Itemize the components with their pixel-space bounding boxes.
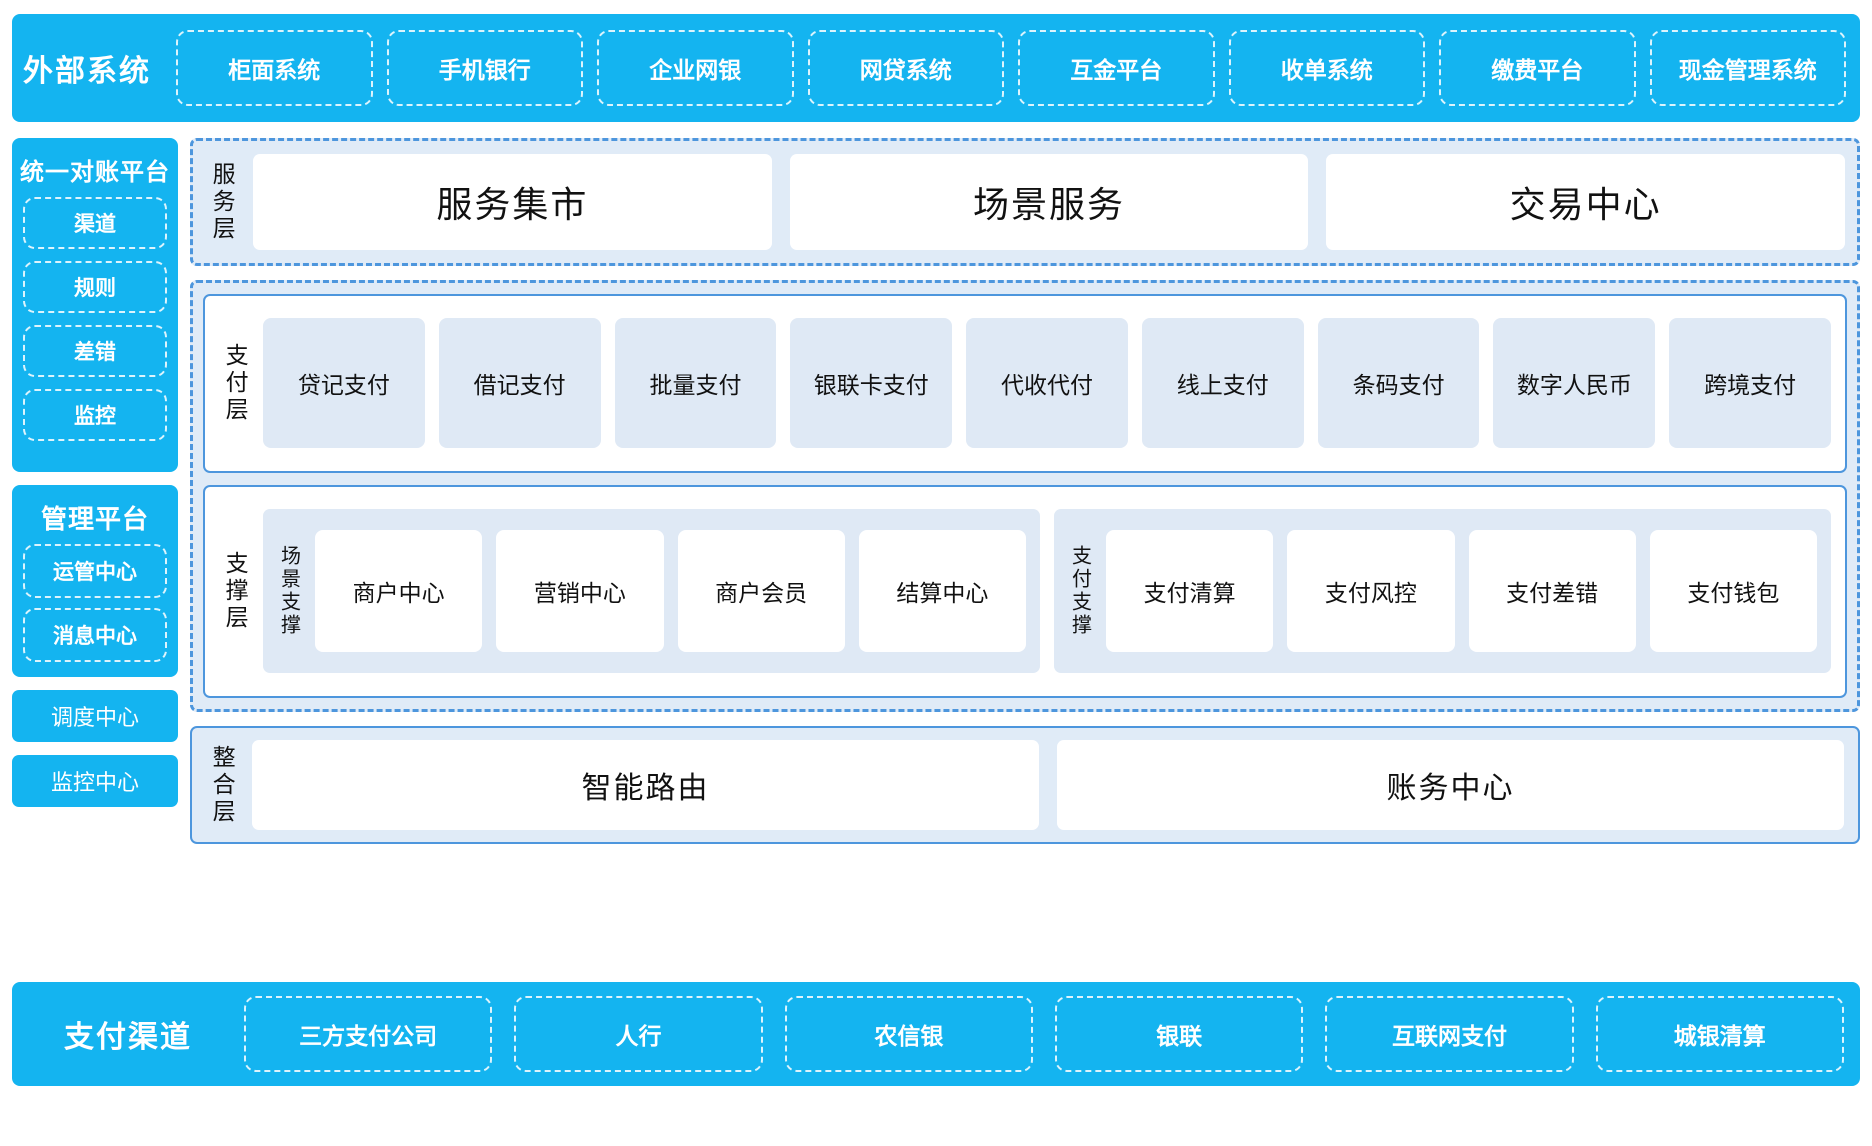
payment-channel-item[interactable]: 三方支付公司	[244, 996, 493, 1072]
integration-layer-label: 整合层	[209, 744, 236, 826]
payment-channel-item[interactable]: 互联网支付	[1325, 996, 1574, 1072]
support-card-payment-clearing[interactable]: 支付清算	[1106, 530, 1274, 653]
payment-cell-batch[interactable]: 批量支付	[614, 318, 777, 449]
payment-cell-unionpay-card[interactable]: 银联卡支付	[790, 318, 953, 449]
external-system-item[interactable]: 企业网银	[597, 30, 794, 106]
left-sidebar: 统一对账平台 渠道 规则 差错 监控 管理平台 运管中心 消息中心 调度中心 监…	[12, 138, 178, 966]
service-card-transaction-center[interactable]: 交易中心	[1326, 154, 1846, 250]
service-card-marketplace[interactable]: 服务集市	[253, 154, 772, 250]
external-systems-band: 外部系统 柜面系统 手机银行 企业网银 网贷系统 互金平台 收单系统 缴费平台 …	[12, 14, 1860, 122]
external-systems-title: 外部系统	[23, 55, 151, 88]
reconciliation-item-channel[interactable]: 渠道	[23, 197, 167, 249]
support-card-payment-error[interactable]: 支付差错	[1468, 530, 1636, 653]
reconciliation-platform-title: 统一对账平台	[20, 159, 170, 186]
support-layer-label: 支撑层	[222, 550, 249, 632]
support-layer-box: 支撑层 场景支撑 商户中心 营销中心 商户会员 结算中心	[203, 484, 1847, 698]
payment-layer-label: 支付层	[222, 342, 249, 424]
support-card-payment-risk[interactable]: 支付风控	[1287, 530, 1455, 653]
integration-layer-cards: 智能路由 账务中心	[252, 740, 1844, 830]
service-card-scenario[interactable]: 场景服务	[789, 154, 1309, 250]
external-system-item[interactable]: 柜面系统	[176, 30, 373, 106]
payment-cell-collection-payment[interactable]: 代收代付	[966, 318, 1128, 449]
external-system-item[interactable]: 现金管理系统	[1649, 30, 1846, 106]
support-group-payment-cards: 支付清算 支付风控 支付差错 支付钱包	[1106, 530, 1817, 653]
external-systems-list: 柜面系统 手机银行 企业网银 网贷系统 互金平台 收单系统 缴费平台 现金管理系…	[176, 30, 1846, 106]
payment-cell-credit[interactable]: 贷记支付	[263, 318, 425, 449]
management-item-operations-center[interactable]: 运管中心	[23, 544, 167, 598]
service-layer-cards: 服务集市 场景服务 交易中心	[253, 154, 1846, 250]
middle-zone: 统一对账平台 渠道 规则 差错 监控 管理平台 运管中心 消息中心 调度中心 监…	[12, 138, 1860, 966]
support-group-payment: 支付支撑 支付清算 支付风控 支付差错 支付钱包	[1054, 509, 1831, 674]
support-layer-groups: 场景支撑 商户中心 营销中心 商户会员 结算中心 支付支撑 支付清算	[263, 509, 1831, 674]
integration-card-smart-routing[interactable]: 智能路由	[252, 740, 1039, 830]
scheduling-center-block[interactable]: 调度中心	[12, 690, 178, 742]
payment-cell-debit[interactable]: 借记支付	[438, 318, 601, 449]
support-group-payment-label: 支付支撑	[1068, 545, 1091, 638]
monitoring-center-block[interactable]: 监控中心	[12, 755, 178, 807]
payment-layer-box: 支付层 贷记支付 借记支付 批量支付 银联卡支付 代收代付 线上支付 条码支付 …	[203, 294, 1847, 473]
payment-cell-cross-border[interactable]: 跨境支付	[1669, 318, 1832, 449]
payment-channel-item[interactable]: 人行	[514, 996, 763, 1072]
support-group-scenario-label: 场景支撑	[277, 545, 300, 638]
external-system-item[interactable]: 收单系统	[1228, 30, 1425, 106]
integration-card-accounting-center[interactable]: 账务中心	[1057, 740, 1844, 830]
management-item-message-center[interactable]: 消息中心	[23, 608, 167, 662]
support-card-settlement-center[interactable]: 结算中心	[858, 530, 1026, 653]
support-card-merchant-member[interactable]: 商户会员	[677, 530, 845, 653]
payment-channels-list: 三方支付公司 人行 农信银 银联 互联网支付 城银清算	[244, 996, 1844, 1072]
external-system-item[interactable]: 互金平台	[1018, 30, 1215, 106]
payment-channel-item[interactable]: 城银清算	[1595, 996, 1844, 1072]
support-group-scenario: 场景支撑 商户中心 营销中心 商户会员 结算中心	[263, 509, 1040, 674]
layers-column: 服务层 服务集市 场景服务 交易中心 支付层 贷记支付 借记支付 批量支付 银联…	[190, 138, 1860, 966]
payment-cell-digital-rmb[interactable]: 数字人民币	[1493, 318, 1656, 449]
payment-channels-title: 支付渠道	[64, 1021, 192, 1054]
service-layer-region: 服务层 服务集市 场景服务 交易中心	[190, 138, 1860, 266]
external-system-item[interactable]: 网贷系统	[807, 30, 1004, 106]
reconciliation-platform-panel: 统一对账平台 渠道 规则 差错 监控	[12, 138, 178, 472]
reconciliation-item-rule[interactable]: 规则	[23, 261, 167, 313]
support-card-marketing-center[interactable]: 营销中心	[496, 530, 664, 653]
integration-layer-box: 整合层 智能路由 账务中心	[190, 726, 1860, 844]
payment-layer-cells: 贷记支付 借记支付 批量支付 银联卡支付 代收代付 线上支付 条码支付 数字人民…	[263, 318, 1832, 449]
reconciliation-item-monitor[interactable]: 监控	[23, 389, 167, 441]
support-card-merchant-center[interactable]: 商户中心	[315, 530, 483, 653]
management-platform-panel: 管理平台 运管中心 消息中心	[12, 485, 178, 677]
external-system-item[interactable]: 手机银行	[386, 30, 583, 106]
payment-channels-band: 支付渠道 三方支付公司 人行 农信银 银联 互联网支付 城银清算	[12, 982, 1860, 1086]
support-card-payment-wallet[interactable]: 支付钱包	[1649, 530, 1817, 653]
support-group-scenario-cards: 商户中心 营销中心 商户会员 结算中心	[315, 530, 1026, 653]
payment-channel-item[interactable]: 银联	[1054, 996, 1304, 1072]
service-layer-label: 服务层	[209, 161, 236, 243]
management-platform-title: 管理平台	[40, 504, 149, 534]
payment-cell-barcode[interactable]: 条码支付	[1317, 318, 1480, 449]
payment-cell-online[interactable]: 线上支付	[1141, 318, 1304, 449]
reconciliation-item-error[interactable]: 差错	[23, 325, 167, 377]
payment-channel-item[interactable]: 农信银	[784, 996, 1033, 1072]
core-layers-region: 支付层 贷记支付 借记支付 批量支付 银联卡支付 代收代付 线上支付 条码支付 …	[190, 280, 1860, 712]
external-system-item[interactable]: 缴费平台	[1439, 30, 1636, 106]
